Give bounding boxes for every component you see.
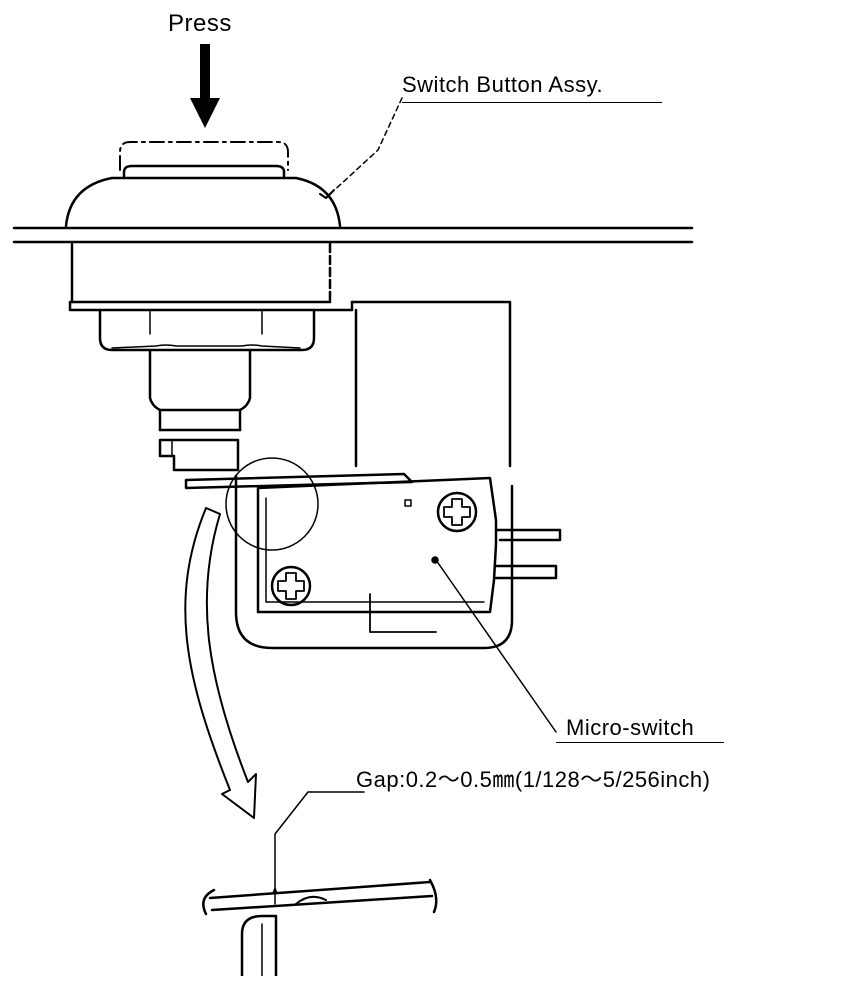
gap-label: Gap:0.2～0.5㎜(1/128～5/256inch) <box>356 767 711 792</box>
detail-curved-arrow <box>184 507 257 819</box>
micro-switch-leader <box>435 559 557 733</box>
control-panel <box>12 226 694 244</box>
switch-button-assembly <box>64 141 354 472</box>
switch-button-label-underline <box>402 102 662 103</box>
press-label: Press <box>168 10 232 37</box>
micro-switch-label-underline <box>556 742 724 743</box>
mounting-bracket <box>234 300 514 650</box>
switch-button-leader <box>327 97 403 197</box>
micro-switch <box>184 472 562 633</box>
micro-switch-label: Micro-switch <box>566 715 695 740</box>
screw-lower-icon <box>270 565 312 607</box>
gap-detail-view <box>202 878 438 978</box>
switch-button-assy-label: Switch Button Assy. <box>402 72 604 97</box>
press-arrow-icon <box>190 44 220 128</box>
switch-button-pointer <box>319 189 335 199</box>
leader-lines <box>272 97 557 905</box>
terminal-pins <box>494 528 562 580</box>
detail-circle <box>225 457 319 551</box>
screw-upper-icon <box>436 491 478 533</box>
gap-leader <box>274 791 365 905</box>
